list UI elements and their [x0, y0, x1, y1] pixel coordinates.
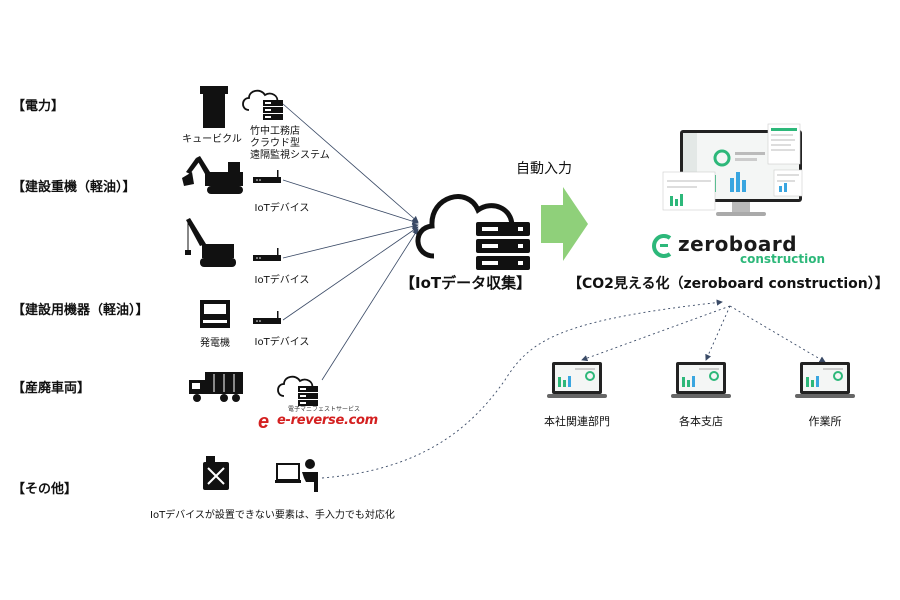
line-power [282, 103, 419, 223]
iot-device-label-1: IoTデバイス [254, 203, 310, 214]
truck-icon [189, 372, 243, 402]
site-worksite: 作業所 [808, 415, 842, 428]
iot-hub-cloud-icon [415, 194, 530, 270]
line-manual-input [321, 299, 723, 479]
svg-text:e: e [258, 411, 269, 433]
generator-label: 発電機 [200, 338, 230, 349]
generator-icon [200, 300, 230, 328]
zeroboard-brand-sub: construction [740, 252, 825, 266]
iot-hub-title: 【IoTデータ収集】 [400, 274, 532, 292]
line-to-branches [705, 305, 731, 361]
line-heavy2 [282, 223, 419, 259]
category-other: 【その他】 [12, 482, 78, 497]
person-laptop-icon [275, 459, 318, 492]
crane-icon [185, 218, 236, 267]
co2-visualization-title: 【CO2見える化（zeroboard construction）】 [568, 276, 889, 292]
site-branches: 各本支店 [679, 415, 723, 428]
category-equipment: 【建設用機器（軽油）】 [12, 303, 149, 318]
iot-device-label-3: IoTデバイス [254, 337, 310, 348]
auto-input-arrow [541, 187, 588, 261]
line-to-head-office [581, 305, 731, 362]
takenaka-line-3: 遠隔監視システム [250, 150, 330, 161]
site-head-office: 本社関連部門 [544, 415, 610, 428]
connector-lines [282, 103, 419, 381]
fuel-can-icon [203, 456, 229, 490]
category-power: 【電力】 [12, 99, 65, 114]
takenaka-system-label: 竹中工務店 クラウド型 遠隔監視システム [250, 126, 330, 162]
takenaka-line-1: 竹中工務店 [250, 126, 300, 137]
takenaka-line-2: クラウド型 [250, 138, 300, 149]
excavator-icon [182, 156, 243, 194]
zeroboard-brand: zeroboard [678, 232, 798, 256]
iot-device-icon-2 [253, 248, 281, 261]
line-ereverse [321, 228, 419, 381]
category-heavy-machinery: 【建設重機（軽油）】 [12, 180, 136, 195]
cubicle-icon [200, 86, 228, 128]
zeroboard-monitor-mockup [662, 123, 803, 216]
line-to-worksite [729, 305, 826, 363]
manual-input-note: IoTデバイスが設置できない要素は、手入力でも対応化 [150, 510, 395, 521]
iot-device-icon-3 [253, 311, 281, 324]
cubicle-label: キュービクル [182, 134, 242, 145]
ereverse-logo-mark: e [258, 411, 269, 433]
line-heavy1 [282, 179, 419, 225]
laptop-head-office-icon [547, 362, 607, 398]
iot-device-label-2: IoTデバイス [254, 275, 310, 286]
laptop-worksite-icon [795, 362, 855, 398]
iot-device-icon-1 [253, 170, 281, 183]
ereverse-sub-label: 電子マニフェストサービス [288, 406, 361, 413]
ereverse-logo-text: e-reverse.com [277, 413, 378, 428]
auto-input-label: 自動入力 [516, 161, 572, 177]
cloud-server-icon-ereverse [277, 375, 318, 406]
line-equipment [282, 226, 419, 321]
category-vehicles: 【産廃車両】 [12, 381, 91, 396]
zeroboard-logo-mark [652, 234, 672, 258]
cloud-server-icon [242, 89, 283, 120]
laptop-branches-icon [671, 362, 731, 398]
dotted-distribution-lines [321, 299, 826, 479]
